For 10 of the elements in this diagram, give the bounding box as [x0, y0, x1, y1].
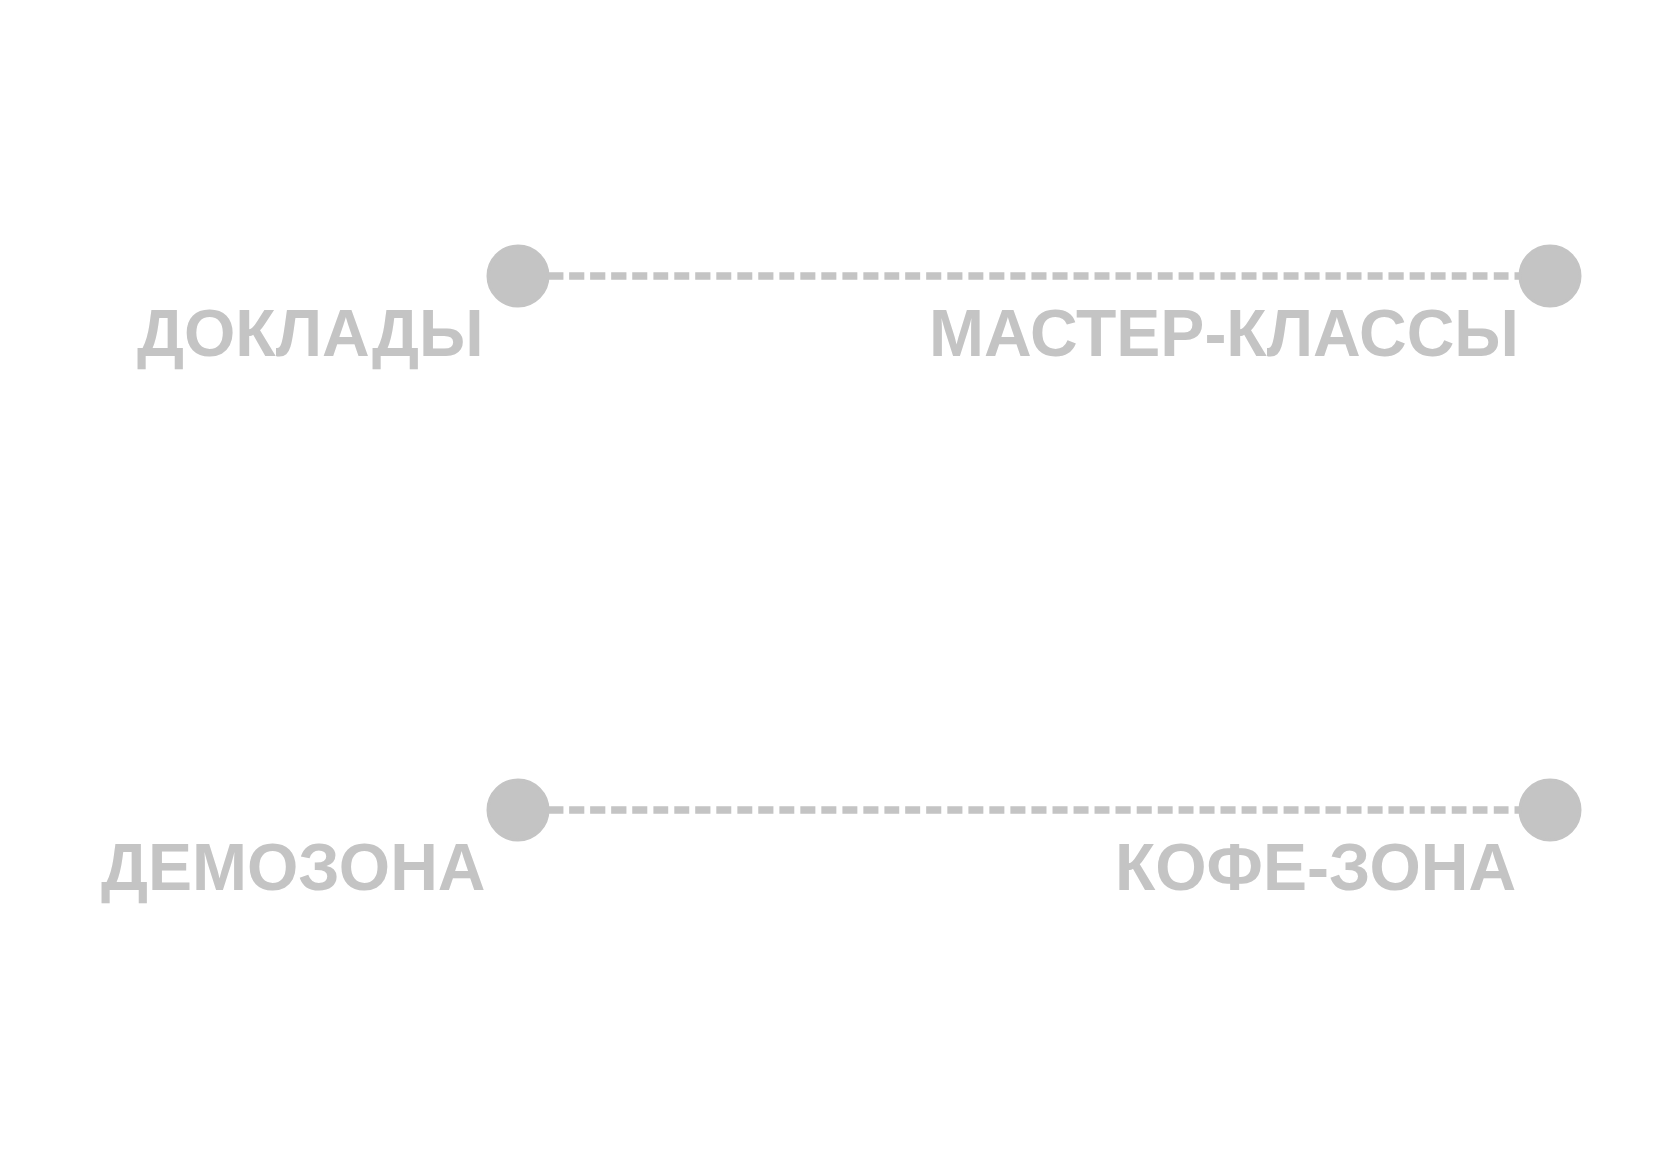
node-label: ДЕМОЗОНА: [100, 829, 485, 904]
connector: [547, 806, 1520, 814]
node-label: ДОКЛАДЫ: [136, 295, 484, 370]
node-circle: [1518, 244, 1581, 308]
node-label: КОФЕ-ЗОНА: [1114, 829, 1516, 904]
node-label: МАСТЕР-КЛАССЫ: [928, 295, 1519, 370]
node-circle: [1518, 778, 1581, 842]
node-circle: [486, 244, 549, 308]
node-circle: [486, 778, 549, 842]
connector: [547, 272, 1520, 280]
